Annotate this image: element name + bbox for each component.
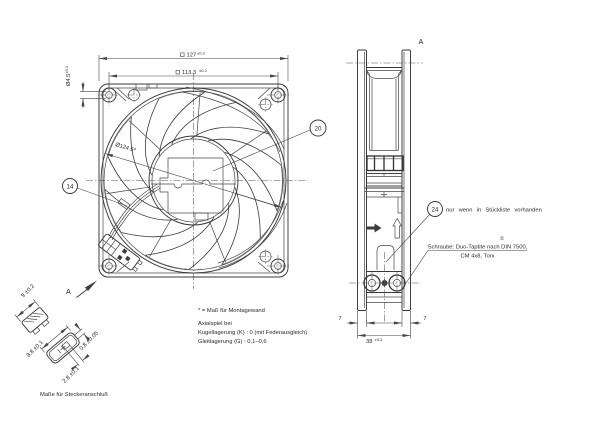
front-view: Ø124.5* 127 ±0.3 113.3 ±0.2 Ø4.5±0.1 14 bbox=[62, 51, 327, 298]
view-arrow-a: A bbox=[66, 280, 97, 298]
frame-notch bbox=[135, 83, 148, 91]
fan-frame bbox=[98, 83, 289, 278]
connector-caption: Maße für Steckeranschluß bbox=[40, 392, 108, 398]
strut bbox=[217, 200, 288, 269]
callout-24: 24 nur wenn in Stückliste vorhanden bbox=[385, 201, 542, 263]
dim-depth-value: 38 bbox=[366, 339, 372, 345]
frame-notch bbox=[148, 83, 158, 89]
dim-holes: 113.3 ±0.2 bbox=[108, 68, 279, 90]
connector-face bbox=[39, 322, 91, 371]
svg-text:20: 20 bbox=[315, 125, 322, 132]
screw-note: ① Schraube: Duo-Taptite nach DIN 7500, C… bbox=[403, 236, 528, 287]
side-view: A bbox=[338, 37, 541, 345]
footnote-mark: ① bbox=[500, 236, 505, 242]
notes: * = Maß für Montagewand Axialspiel bei K… bbox=[198, 308, 307, 345]
screw-note-line1: Schraube: Duo-Taptite nach DIN 7500, bbox=[428, 245, 528, 251]
flange-right bbox=[401, 49, 411, 311]
hub-label bbox=[159, 157, 224, 214]
svg-text:24: 24 bbox=[432, 206, 439, 213]
note-axial-title: Axialspiel bei bbox=[198, 321, 232, 327]
dim-holes-value: 113.3 bbox=[182, 70, 196, 76]
dim-flange-right: 7 bbox=[423, 316, 426, 322]
dim-plug-width: 9 ±0.2 bbox=[20, 283, 36, 299]
dim-outer-tol: ±0.3 bbox=[197, 51, 206, 56]
strut bbox=[181, 86, 285, 153]
venturi-inner bbox=[103, 90, 284, 271]
note-axial-ball: Kugellagerung (K) : 0 (mit Federausgleic… bbox=[198, 330, 307, 336]
corner-pockets bbox=[113, 87, 271, 273]
connector bbox=[98, 233, 143, 272]
dim-outer: 127 ±0.3 bbox=[98, 51, 289, 81]
connector-detail: 9 ±0.2 8.8 ±0.1 0.8 ±0.05 2.8 ±0.1 Maße … bbox=[14, 283, 108, 398]
callout-20: 20 bbox=[212, 119, 327, 172]
venturi-outer bbox=[100, 87, 287, 274]
rotation-arrow bbox=[392, 217, 402, 239]
callout-14: 14 bbox=[62, 178, 128, 207]
dim-hole-dia: Ø4.5±0.1 bbox=[64, 65, 106, 108]
note-mounting: * = Maß für Montagewand bbox=[198, 308, 265, 314]
dim-outer-value: 127 bbox=[187, 53, 197, 59]
cable-clamp bbox=[117, 198, 131, 210]
screw-slot bbox=[376, 245, 395, 270]
dim-depth-tol: ±0.3 bbox=[375, 337, 384, 342]
note-axial-sleeve: Gleitlagerung (G) : 0,1–0,6 bbox=[198, 339, 267, 345]
dim-tab-thickness: 0.8 ±0.05 bbox=[79, 331, 100, 352]
impeller bbox=[104, 91, 283, 270]
flange-left bbox=[357, 49, 367, 311]
dim-tab-width: 2.8 ±0.1 bbox=[62, 366, 81, 385]
svg-text:14: 14 bbox=[67, 183, 74, 190]
dim-impeller-label: Ø124.5* bbox=[114, 142, 137, 154]
callout-24-note: nur wenn in Stückliste vorhanden bbox=[446, 208, 542, 214]
square-symbol bbox=[175, 70, 180, 75]
view-arrow-a-label: A bbox=[66, 287, 71, 296]
square-symbol bbox=[180, 52, 185, 57]
screw-note-line2: CM 4x8, Torx bbox=[460, 254, 494, 260]
hub-label-tab bbox=[194, 212, 209, 221]
dim-flange-left: 7 bbox=[338, 316, 341, 322]
airflow-arrow bbox=[367, 223, 382, 233]
dim-side: 7 7 38 ±0.3 bbox=[338, 311, 427, 345]
connector-3d bbox=[14, 299, 50, 335]
dim-holes-tol: ±0.2 bbox=[199, 68, 208, 73]
side-view-label: A bbox=[419, 37, 424, 46]
dim-hole-dia-label: Ø4.5±0.1 bbox=[64, 65, 72, 86]
